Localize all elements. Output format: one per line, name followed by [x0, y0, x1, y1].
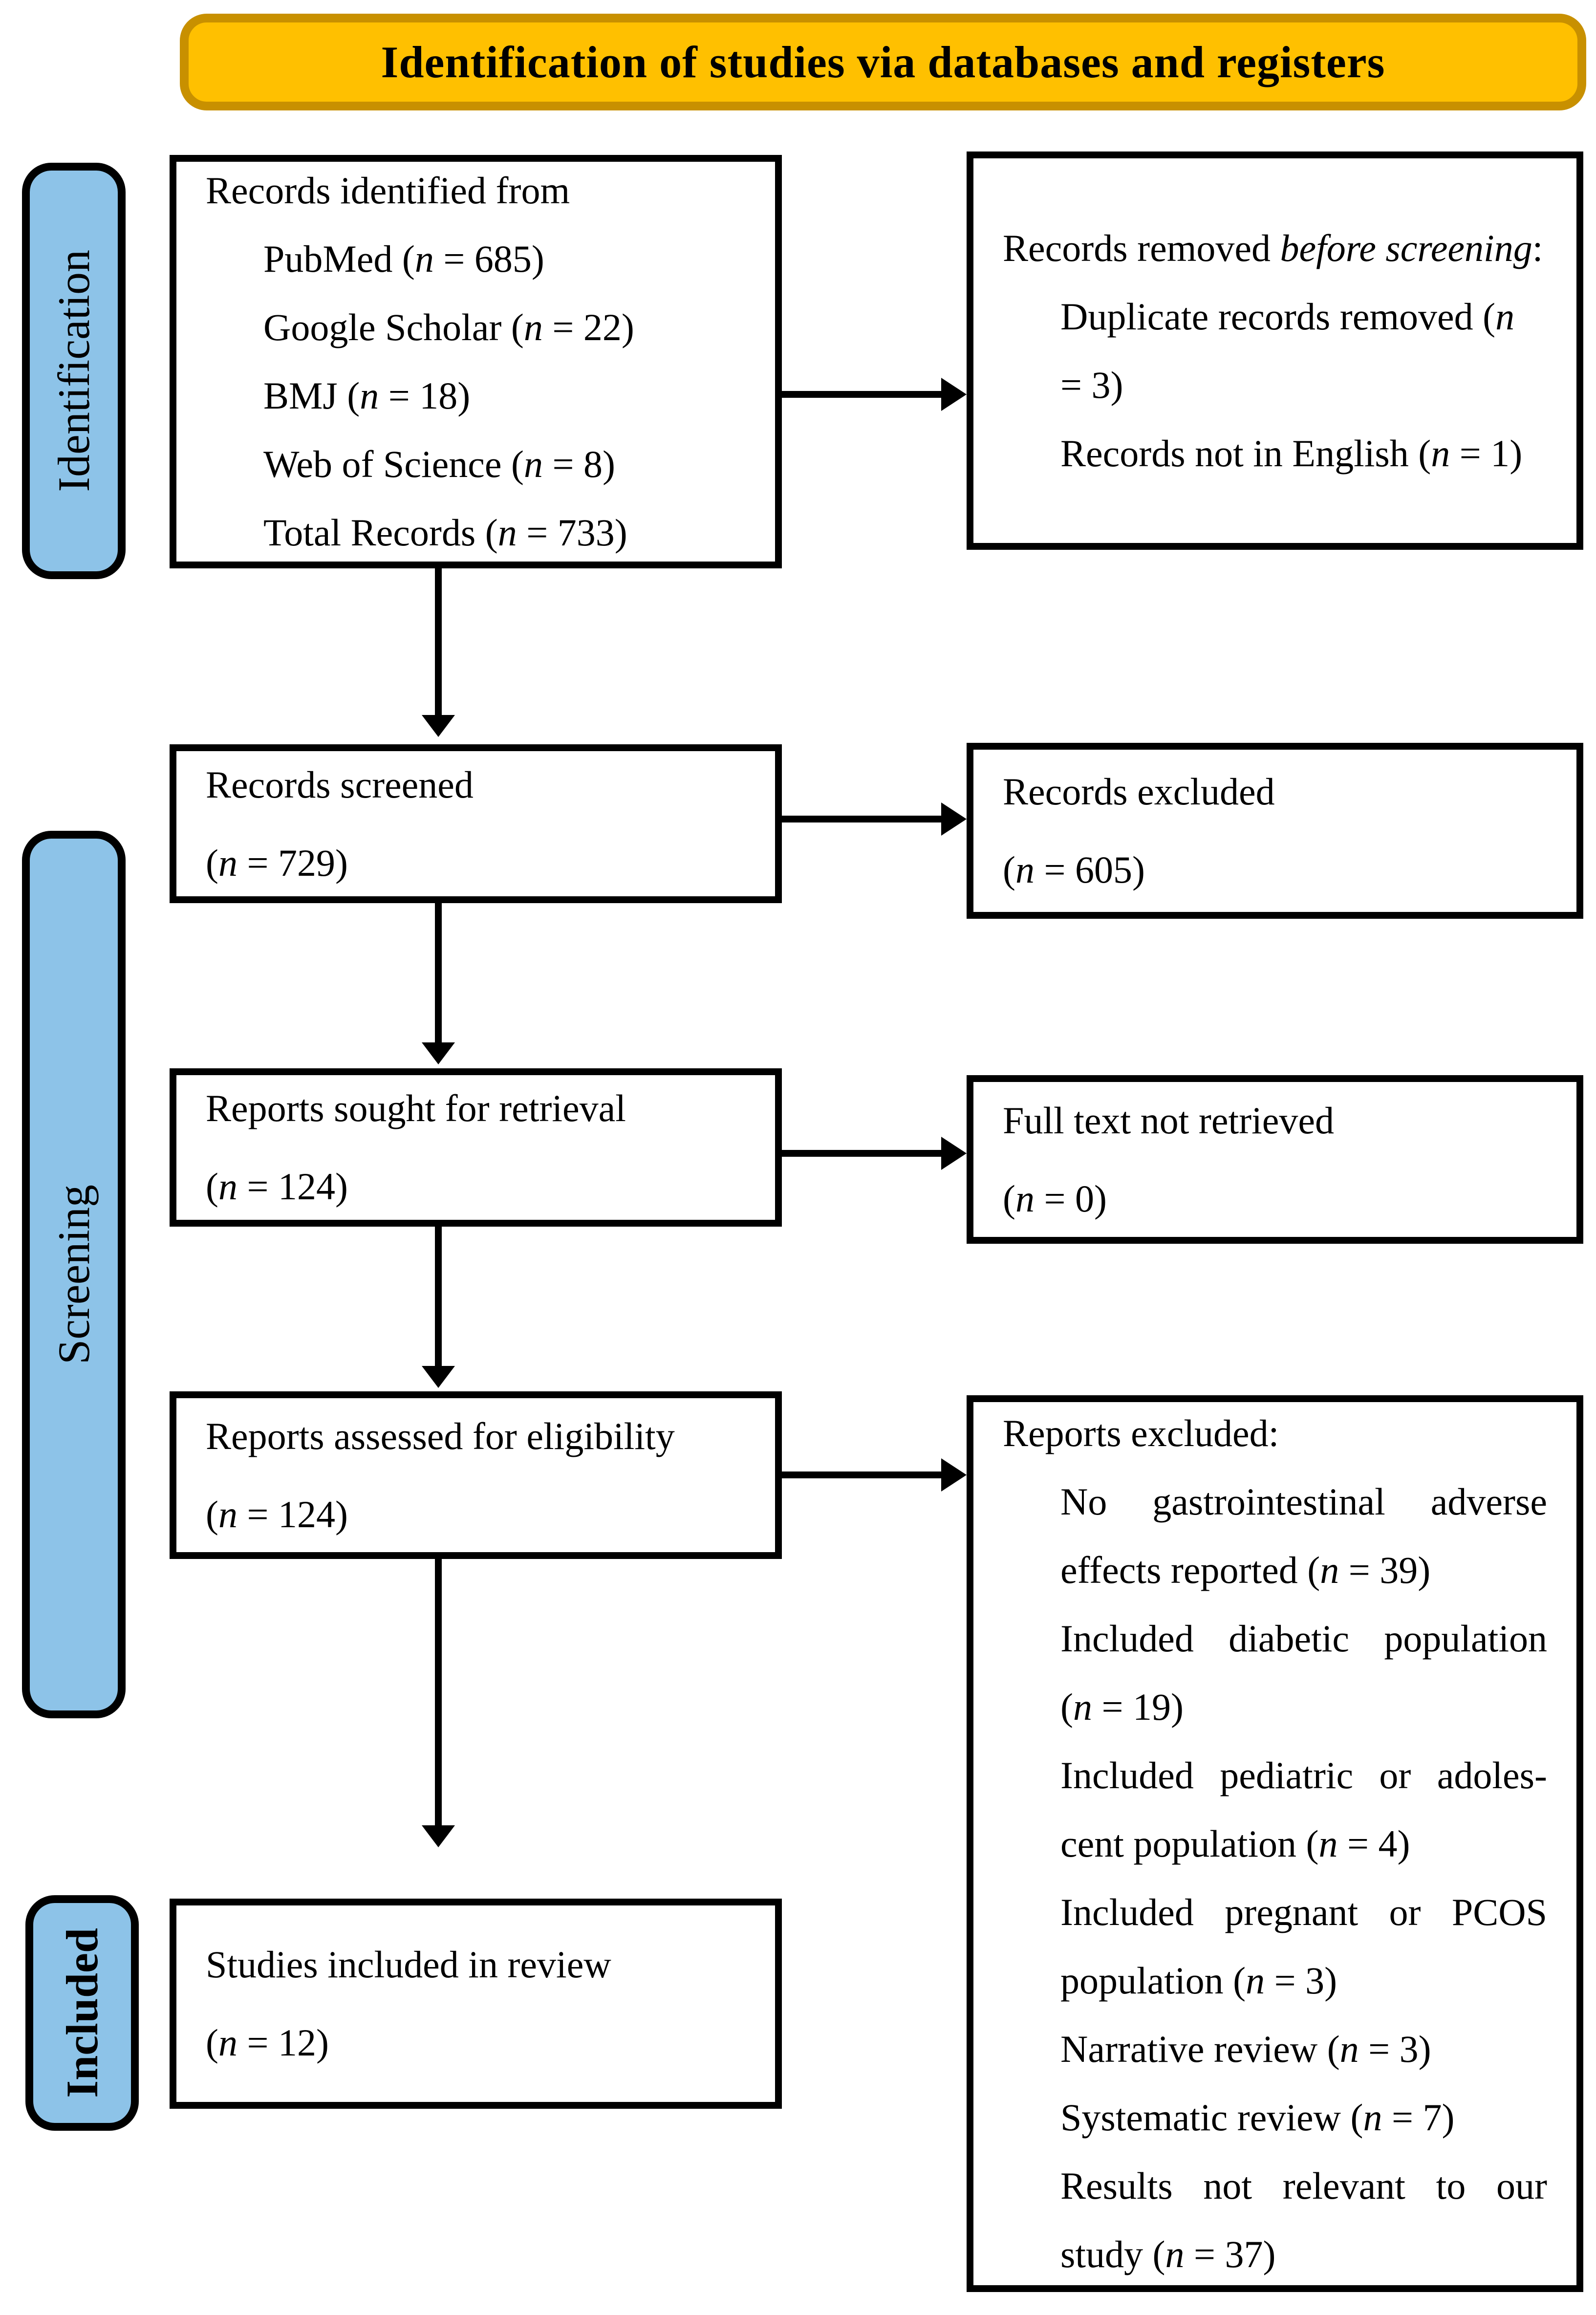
text-line: Included pregnant or PCOS: [1060, 1890, 1547, 1933]
text-line: (n = 19): [1060, 1685, 1184, 1728]
stage-label-included: Included: [25, 1895, 139, 2131]
text-line: effects reported (n = 39): [1060, 1548, 1431, 1591]
text-line: Records excluded: [1003, 770, 1275, 813]
stage-label-screening: Screening: [22, 831, 126, 1718]
box-reports-assessed-for-eligibility: Reports assessed for eligibility (n = 124…: [170, 1391, 782, 1559]
banner-title: Identification of studies via databases …: [381, 37, 1385, 87]
arrow-screened-to-sought: [435, 903, 442, 1042]
box-reports-sought-for-retrieval: Reports sought for retrieval (n = 124): [170, 1068, 782, 1227]
text-line: Google Scholar (n = 22): [263, 306, 634, 348]
text-line: Studies included in review: [206, 1943, 611, 1986]
arrow-sought-to-assessed: [435, 1227, 442, 1366]
text-line: Narrative review (n = 3): [1060, 2027, 1431, 2070]
arrow-assessed-to-included: [435, 1559, 442, 1825]
text-line: Systematic review (n = 7): [1060, 2096, 1455, 2139]
stage-label-text: Included: [57, 1928, 107, 2098]
text-line: (n = 124): [206, 1165, 348, 1208]
arrow-sought-to-not-retrieved: [781, 1150, 941, 1157]
box-full-text-not-retrieved: Full text not retrieved (n = 0): [967, 1075, 1583, 1244]
text-line: Web of Science (n = 8): [263, 443, 615, 485]
text-line: (n = 729): [206, 841, 348, 884]
text-line: (n = 0): [1003, 1177, 1107, 1220]
text-line: Included pediatric or adoles-: [1060, 1753, 1547, 1796]
text-line: Reports excluded:: [1003, 1411, 1279, 1454]
arrow-identified-to-screened: [435, 568, 442, 715]
arrow-assessed-to-excluded: [781, 1471, 941, 1478]
text-line: Total Records (n = 733): [263, 511, 627, 554]
text-line: BMJ (n = 18): [263, 374, 471, 417]
stage-label-identification: Identification: [22, 163, 126, 579]
stage-label-text: Screening: [49, 1185, 99, 1364]
text-line: Reports sought for retrieval: [206, 1087, 626, 1129]
text-line: = 3): [1060, 363, 1123, 406]
text-line: (n = 12): [206, 2021, 329, 2064]
banner: Identification of studies via databases …: [180, 14, 1586, 110]
text-line: Results not relevant to our: [1060, 2164, 1547, 2207]
text-line: Records not in English (n = 1): [1060, 432, 1523, 475]
text-line: (n = 605): [1003, 848, 1145, 891]
text-line: population (n = 3): [1060, 1959, 1337, 2002]
text-line: study (n = 37): [1060, 2232, 1276, 2275]
text-line: Records screened: [206, 763, 474, 806]
arrow-screened-to-excluded: [781, 816, 941, 822]
text-line: Duplicate records removed (n: [1060, 295, 1515, 338]
text-line: Reports assessed for eligibility: [206, 1414, 675, 1457]
arrow-identified-to-removed: [781, 391, 941, 398]
box-records-removed-before-screening: Records removed before screening: Duplica…: [967, 151, 1583, 550]
text-line: No gastrointestinal adverse: [1060, 1480, 1547, 1523]
text-line: Full text not retrieved: [1003, 1099, 1335, 1142]
text-line: (n = 124): [206, 1493, 348, 1536]
box-studies-included-in-review: Studies included in review (n = 12): [170, 1899, 782, 2109]
text-line: Included diabetic population: [1060, 1617, 1547, 1660]
box-records-excluded: Records excluded (n = 605): [967, 743, 1583, 919]
box-records-screened: Records screened (n = 729): [170, 744, 782, 903]
stage-label-text: Identification: [49, 250, 99, 492]
text-line: Records removed before screening:: [1003, 226, 1543, 269]
text-line: cent population (n = 4): [1060, 1822, 1410, 1865]
text-line: Records identified from: [206, 169, 570, 212]
box-reports-excluded: Reports excluded: No gastrointestinal adv…: [967, 1395, 1583, 2292]
text-line: PubMed (n = 685): [263, 238, 544, 280]
